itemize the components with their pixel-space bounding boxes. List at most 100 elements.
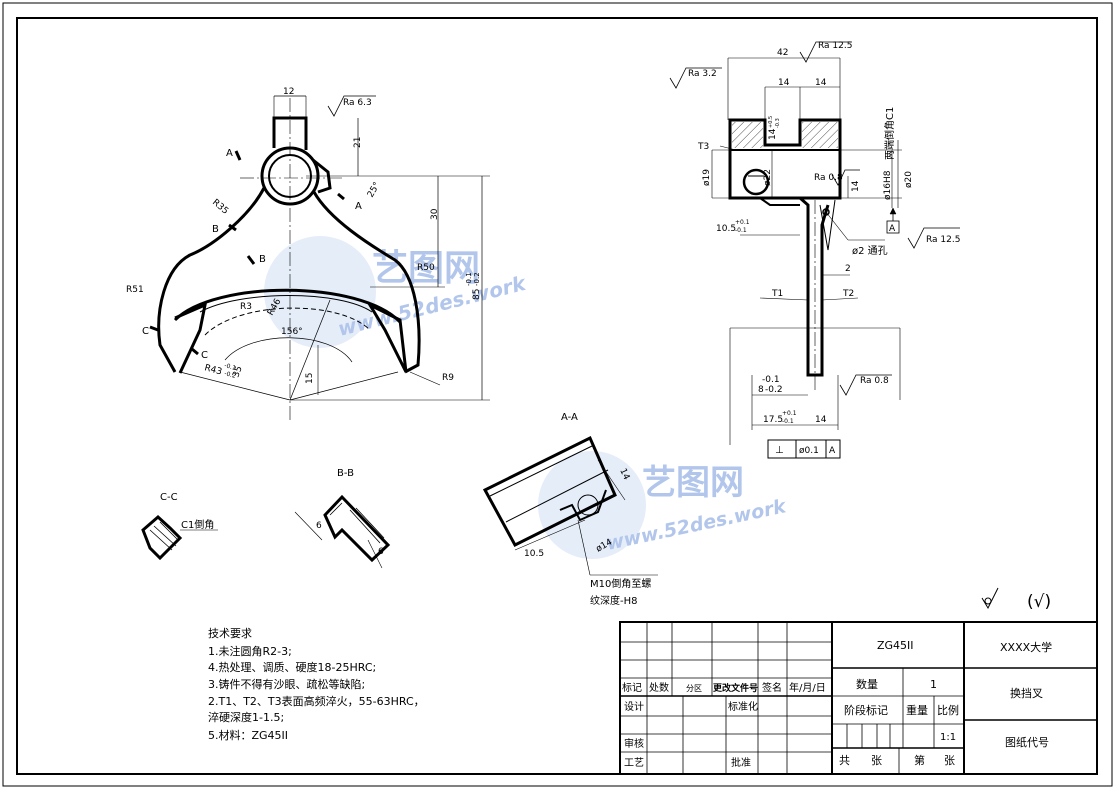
section-aa-dim-14: 14 [617, 467, 631, 482]
drawing-no: 图纸代号 [1005, 736, 1049, 749]
dim-42: 42 [777, 48, 788, 58]
section-mark-c2: C [201, 350, 208, 361]
dim-r3: R3 [240, 302, 252, 312]
gdt-tolerance: ø0.1 [799, 446, 819, 456]
svg-text:艺图网: 艺图网 [372, 248, 480, 289]
label-standard: 标准化 [728, 700, 758, 713]
tech-req-3: 3.铸件不得有沙眼、疏松等缺陷; [208, 677, 365, 691]
rev-header-sign: 签名 [762, 681, 782, 694]
dim-r50: R50 [417, 263, 435, 273]
scale-value: 1:1 [940, 732, 956, 743]
label-t3: T3 [697, 142, 709, 152]
dim-phi22: ø22 [763, 169, 773, 186]
dim-slot-14: 14 [768, 128, 778, 140]
dim-14-a: 14 [778, 78, 790, 88]
dim-17-5-tol-upper: +0.1 [782, 410, 797, 417]
section-mark-b1: B [212, 224, 219, 235]
part-name: 换挡叉 [1010, 686, 1043, 700]
dim-14-b: 14 [815, 78, 827, 88]
label-design: 设计 [624, 700, 644, 713]
dim-12: 12 [283, 87, 294, 97]
dim-30: 30 [430, 208, 440, 220]
section-aa-title: A-A [561, 412, 578, 423]
dim-phi20: ø20 [904, 171, 914, 188]
section-cc-note: C1倒角 [181, 519, 214, 531]
section-mark-a2: A [355, 201, 362, 212]
gdt-symbol: ⊥ [775, 445, 784, 456]
label-review: 审核 [624, 737, 644, 750]
roughness-ra3-2: Ra 3.2 [688, 69, 717, 79]
dim-17-5-tol-lower: -0.1 [782, 418, 794, 425]
dim-85: 85 [472, 289, 482, 300]
other-surface-finish [981, 587, 999, 610]
inner-frame [16, 17, 1098, 775]
dim-17-5: 17.5 [763, 415, 783, 425]
dim-8-upper: -0.1 [762, 375, 780, 385]
dim-phi19: ø19 [702, 169, 712, 186]
section-cc [141, 514, 218, 561]
dim-slot-tol-upper: +0.5 [768, 116, 774, 128]
tech-req-5: 淬硬深度1-1.5; [208, 710, 284, 724]
section-mark-b2: B [259, 254, 266, 265]
title-block [619, 621, 1098, 775]
rev-header-mark: 标记 [622, 682, 642, 694]
qty-label: 数量 [856, 678, 878, 691]
tech-req-4: 2.T1、T2、T3表面高频淬火，55-63HRC， [208, 694, 425, 708]
dim-r43: R43 [203, 363, 223, 377]
dim-r9: R9 [442, 373, 454, 383]
dim-15: 15 [305, 373, 315, 384]
rev-header-zone: 分区 [686, 684, 702, 693]
label-approve: 批准 [731, 756, 751, 769]
dim-10-5-tol-upper: +0.1 [735, 219, 750, 226]
label-t2: T2 [842, 289, 854, 299]
svg-text:艺图网: 艺图网 [642, 463, 744, 503]
front-view [149, 95, 490, 420]
stage-label: 阶段标记 [844, 703, 888, 717]
sheets-unit-1: 张 [871, 754, 882, 767]
label-t1: T1 [771, 289, 783, 299]
section-mark-c1: C [142, 326, 149, 337]
hole-note: ø2 通孔 [852, 245, 888, 257]
dim-8-lower: -0.2 [765, 385, 783, 395]
section-bb-dim-a: 6 [316, 521, 322, 531]
dim-8: 8 [758, 385, 764, 395]
chamfer-note: 两端倒角C1 [883, 107, 896, 160]
section-aa-note-1: M10倒角至螺 [590, 578, 651, 590]
dim-21: 21 [353, 137, 363, 148]
section-bb-title: B-B [337, 468, 354, 479]
section-mark-a1: A [226, 148, 233, 159]
tech-req-1: 1.未注圆角R2-3; [208, 644, 292, 658]
rev-header-count: 处数 [649, 681, 669, 694]
dim-phi16h8: ø16H8 [883, 170, 893, 200]
roughness-ra12-5-hole: Ra 12.5 [926, 235, 960, 245]
rev-header-date: 年/月/日 [789, 681, 826, 694]
section-bb-dim-b: 6 [378, 547, 384, 557]
dim-r43-tol-upper: -0.1 [223, 362, 236, 372]
dim-r51: R51 [126, 285, 144, 295]
school: XXXX大学 [1000, 640, 1052, 654]
section-aa-note-2: 纹深度-H8 [590, 594, 638, 607]
dim-14-c: 14 [851, 180, 861, 192]
sheets-unit-2: 张 [944, 754, 955, 767]
scale-label: 比例 [937, 703, 959, 717]
sheet-no: 第 [914, 753, 925, 767]
sheets-total: 共 [839, 754, 850, 767]
dim-2: 2 [845, 264, 851, 274]
side-view [669, 41, 960, 459]
gdt-datum: A [829, 446, 836, 456]
other-surface-finish-note: (√) [1027, 592, 1051, 612]
rev-header-doc: 更改文件号 [713, 682, 758, 694]
dim-10-5: 10.5 [716, 224, 736, 234]
dim-35: 35 [231, 365, 244, 379]
qty-value: 1 [930, 678, 937, 691]
weight-label: 重量 [906, 703, 928, 717]
label-process: 工艺 [624, 757, 644, 769]
roughness-symbol [327, 95, 376, 117]
section-aa [482, 435, 658, 576]
datum-a: A [889, 224, 896, 234]
roughness-ra12-5-top: Ra 12.5 [818, 41, 852, 51]
dim-10-5-tol-lower: -0.1 [735, 227, 747, 234]
dim-14-d: 14 [815, 415, 827, 425]
tech-req-6: 5.材料：ZG45II [208, 728, 288, 742]
